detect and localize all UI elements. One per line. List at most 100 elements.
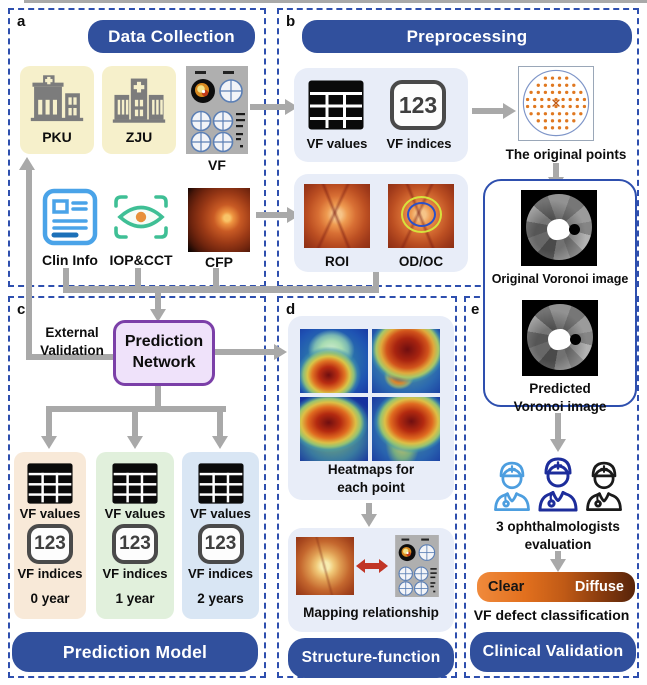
prediction-column-2years: VF values 123 VF indices 2 years (182, 452, 259, 619)
branch-arrow-2yr-shaft (217, 406, 223, 438)
ophthalmologists-caption: 3 ophthalmologists evaluation (468, 518, 647, 553)
oc-ring (407, 202, 436, 227)
arrow-points-to-voronoi-shaft (553, 163, 559, 179)
arrow-vf-to-preprocessing-shaft (250, 104, 286, 110)
arrow-doctors-to-scale-head (550, 559, 566, 572)
cfp-label: CFP (205, 254, 233, 270)
arrow-heatmaps-to-mapping-head (361, 514, 377, 527)
panel-b-tag: b (286, 13, 296, 30)
branch-arrow-1yr-shaft (132, 406, 138, 438)
arrow-values-to-points-head (503, 103, 516, 119)
odoc-label: OD/OC (398, 254, 444, 269)
col1-year-label: 1 year (115, 591, 155, 606)
external-validation-arrowhead-up (19, 157, 35, 170)
branch-stem (155, 386, 161, 408)
vf-indices-123-icon: 123 (390, 80, 446, 130)
zju-hospital-tile: ZJU (102, 66, 176, 154)
vf-values-table-icon (27, 463, 73, 504)
external-line1: External (45, 325, 99, 340)
external-validation-line-vertical (26, 170, 32, 360)
col0-year-label: 0 year (30, 591, 70, 606)
arrow-values-to-points-shaft (472, 108, 504, 114)
defect-gradient-scale: Clear Diffuse (477, 572, 635, 602)
vf-indices-123-icon: 123 (112, 524, 158, 564)
clin-info-label: Clin Info (42, 252, 98, 268)
original-points-plot (518, 66, 594, 141)
predicted-voronoi-image (522, 300, 598, 376)
roi-label: ROI (324, 254, 349, 269)
evaluation-line1: 3 ophthalmologists (496, 519, 620, 534)
connector-clininfo-stub (63, 268, 69, 288)
connector-roi-stub (373, 271, 379, 287)
iop-cct-label: IOP&CCT (109, 252, 173, 268)
voronoi-white-blob (548, 329, 571, 350)
branch-arrow-0yr-head (41, 436, 57, 449)
heatmaps-caption: Heatmaps for each point (288, 461, 454, 496)
panel-e-tag: e (471, 301, 480, 318)
vf-values-table-icon (112, 463, 158, 504)
vf-report-icon (186, 66, 248, 154)
branch-arrow-2yr-head (212, 436, 228, 449)
original-voronoi-label: Original Voronoi image (491, 272, 629, 286)
figure-top-border (24, 0, 647, 3)
vf-label: VF (208, 157, 226, 173)
arrow-network-to-d-shaft (215, 349, 275, 355)
arrow-heatmaps-to-mapping-shaft (366, 503, 372, 516)
vf-values-table-icon (198, 463, 244, 504)
vf-defect-classification-label: VF defect classification (473, 607, 630, 623)
header-preprocessing: Preprocessing (302, 20, 632, 53)
vf-indices-123-icon: 123 (27, 524, 73, 564)
prediction-column-1year: VF values 123 VF indices 1 year (96, 452, 174, 619)
heatmap-tile-1 (300, 329, 368, 393)
connector-cfp-stub (213, 268, 219, 288)
predicted-voronoi-label: Predicted Voronoi image (486, 380, 634, 415)
col2-year-label: 2 years (197, 591, 244, 606)
heatmap-tile-3 (300, 397, 368, 461)
original-points-label: The original points (505, 147, 627, 162)
iop-cct-eye-scan-icon (114, 195, 168, 239)
connector-iopcct-stub (135, 268, 141, 288)
panel-d-tag: d (286, 301, 296, 318)
banner-structure-function: Structure-function (288, 638, 454, 678)
predicted-line2: Voronoi image (513, 398, 607, 414)
network-line1: Prediction (124, 333, 204, 351)
mapping-caption: Mapping relationship (303, 605, 439, 620)
heatmaps-caption-line2: each point (337, 479, 405, 495)
panel-c-prediction-model (8, 296, 266, 678)
clinical-info-icon (42, 188, 98, 246)
panel-c-tag: c (17, 301, 26, 318)
hospital-icon (30, 75, 84, 122)
od-ring (401, 196, 442, 233)
banner-prediction-model: Prediction Model (12, 632, 258, 672)
predicted-line1: Predicted (529, 381, 591, 396)
col0-vf-indices-label: VF indices (17, 566, 83, 581)
voronoi-white-blob (547, 219, 570, 240)
col2-vf-values-label: VF values (190, 506, 251, 521)
scale-clear-label: Clear (488, 579, 525, 595)
vf-values-label: VF values (306, 136, 368, 151)
panel-b-preprocessing (277, 8, 639, 287)
heatmap-tile-4 (372, 397, 440, 461)
scale-diffuse-label: Diffuse (574, 579, 624, 595)
vf-report-icon (392, 535, 442, 597)
connector-bus-bar (63, 286, 379, 293)
pku-label: PKU (42, 129, 72, 145)
header-data-collection: Data Collection (88, 20, 255, 53)
arrow-bus-to-network-head (150, 309, 166, 322)
zju-label: ZJU (125, 129, 153, 145)
bidirectional-red-arrow-icon (356, 559, 388, 573)
arrow-cfp-to-roi-shaft (256, 212, 288, 218)
external-validation-line-horizontal (26, 354, 114, 360)
vf-values-table-icon (308, 80, 364, 130)
arrow-bus-to-network-shaft (155, 293, 161, 311)
col2-vf-indices-label: VF indices (187, 566, 254, 581)
panel-a-tag: a (17, 13, 26, 30)
vf-indices-label: VF indices (386, 136, 452, 151)
cfp-fundus-photo (188, 188, 250, 252)
arrow-voronoi-to-doctors-shaft (555, 413, 561, 441)
doctor-icon-blue (491, 456, 533, 514)
heatmaps-caption-line1: Heatmaps for (327, 462, 415, 477)
voronoi-blindspot-dot (570, 334, 581, 345)
banner-clinical-validation: Clinical Validation (470, 632, 636, 672)
